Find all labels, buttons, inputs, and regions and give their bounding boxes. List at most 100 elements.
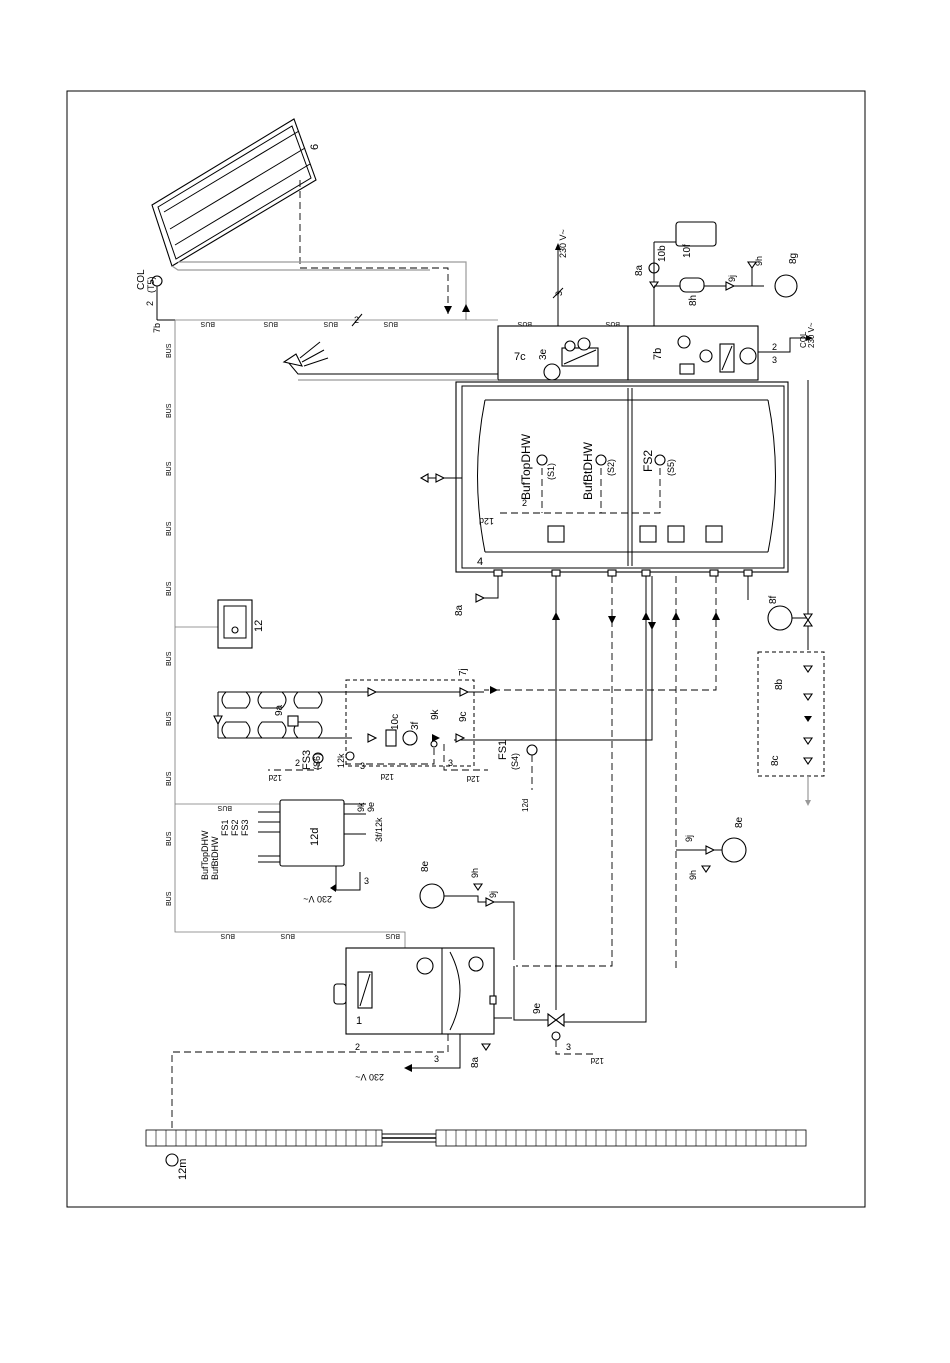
col-sensor-label: COL (136, 269, 147, 290)
valve-8c-1-icon (802, 693, 814, 701)
bus-tag-top-2: BUS (263, 320, 278, 327)
valve-8f-icon (802, 613, 814, 621)
pump-3f-label: 3f (410, 721, 421, 730)
valve-9j-label-1: 9j (727, 275, 737, 282)
valve-9j-left-icon (485, 897, 496, 907)
mains-12d-label: 230 V~ (303, 894, 332, 904)
meter-10c-icon (385, 729, 397, 747)
output-9k: 9k (356, 802, 366, 812)
bus-line-left (174, 320, 258, 933)
outdoor-sensor-12m-label: 12m (177, 1159, 189, 1180)
mains-12d-wires: 3 (364, 876, 369, 886)
mixing-valve-7b-icon (699, 349, 713, 363)
fs1-sub: (S4) (510, 753, 520, 770)
valve-9a-label: 9a (274, 704, 285, 716)
boiler-pump-icon (416, 957, 434, 975)
tank-label: 4 (477, 556, 483, 568)
mains-7c-label: 230 V~ (558, 229, 568, 258)
tank-10f-icon (675, 221, 717, 247)
outdoor-sensor-12m-icon (165, 1153, 179, 1167)
col-short-label: COL (799, 331, 808, 348)
col-sensor-sub: (T5) (146, 277, 156, 294)
mains-7c-wires: 3 (554, 291, 564, 296)
controller-12d (279, 799, 345, 867)
valve-9a-icon (287, 715, 299, 727)
tank-port-3 (667, 525, 685, 543)
mixing-valve-7c-icon (564, 340, 576, 352)
cable-fs1-12d: 12d (521, 799, 530, 812)
group-8c-outline (757, 651, 825, 777)
flowmeter-7b (679, 363, 695, 375)
vessel-8g-label: 8g (788, 253, 799, 264)
cable-7j-12d: 12d (381, 772, 394, 781)
vessel-8e-label-1: 8e (420, 860, 431, 872)
valve-9e-label: 9e (532, 1002, 543, 1014)
mains-boiler-wires: 3 (434, 1054, 439, 1064)
bus-tag-5: BUS (166, 581, 173, 596)
valve-9c-label: 9c (458, 711, 469, 722)
valve-9h-label-1: 9h (754, 256, 764, 266)
buftop-sensor-icon (536, 454, 548, 466)
cable-9e-12d: 12d (591, 1056, 604, 1065)
sensor-12k-icon (345, 751, 355, 761)
vessel-8e-right-icon (721, 837, 747, 863)
valve-9h-left-icon (472, 883, 484, 891)
valve-8c-3-icon (802, 757, 814, 765)
ground-hatch (155, 1130, 797, 1146)
relief-8a-label-2: 8a (634, 264, 645, 276)
valve-9k-icon (432, 734, 440, 742)
valve-9j-top-icon (725, 281, 736, 291)
bus-tag-12d: BUS (217, 804, 232, 811)
tank-10f-label: 10f (682, 244, 693, 258)
fs3-sub: (S6) (312, 753, 322, 770)
valve-7j-top-1 (367, 687, 378, 697)
fs2-sensor-icon (654, 454, 666, 466)
vessel-8h-icon (679, 277, 705, 293)
bus-tag-top-6: BUS (605, 320, 620, 327)
col-wires: 2 (145, 301, 155, 306)
tank-cable-12d: 12d (479, 516, 494, 526)
valve-9e-wires: 3 (566, 1042, 571, 1052)
output-3f12k: 3f/12k (374, 817, 384, 842)
bus-tag-8: BUS (166, 771, 173, 786)
boiler-bus-wires: 2 (355, 1042, 360, 1052)
fs1-sensor-icon (526, 744, 538, 756)
meter-10c-label: 10c (390, 714, 401, 730)
controller-12-knob-icon (231, 626, 239, 634)
valve-9h-label-3: 9h (688, 870, 698, 880)
relief-8a-boiler-icon (480, 1043, 492, 1051)
vessel-8f-label: 8f (768, 595, 779, 604)
sensor-12k-label: 12k (336, 753, 346, 768)
valve-9k-wires: 3 (448, 758, 453, 768)
radiator-coil-bottom (221, 721, 323, 739)
bus-tag-6: BUS (166, 651, 173, 666)
fs2-sub: (S5) (666, 459, 676, 476)
collector-label: 6 (309, 144, 321, 150)
input-buftop: BufTopDHW (200, 830, 210, 880)
bus-tag-top-3: BUS (323, 320, 338, 327)
bus-tag-1: BUS (166, 343, 173, 358)
bus-tag-top-1: BUS (200, 320, 215, 327)
shower-head-icon (282, 353, 304, 367)
bus-tag-3: BUS (166, 461, 173, 476)
buftop-sub: (S1) (546, 463, 556, 480)
relief-8a-label-1: 8a (454, 604, 465, 616)
vessel-8h-label: 8h (688, 295, 699, 306)
input-bufbt: BufBtDHW (210, 836, 220, 880)
buffer-tank (455, 381, 789, 573)
bufbt-sensor-icon (595, 454, 607, 466)
group-7j-outline (345, 679, 475, 767)
sensor-10b-label: 10b (657, 245, 668, 262)
ground-line (145, 1129, 807, 1147)
controller-12-label: 12 (253, 620, 265, 632)
valve-9h-label-2: 9h (470, 868, 480, 878)
vessel-8e-left-icon (419, 883, 445, 909)
input-fs1: FS1 (220, 819, 230, 836)
tank-port-1 (547, 525, 565, 543)
valve-8c-2-icon (802, 737, 814, 745)
vessel-8g-icon (774, 274, 798, 298)
valve-9k-label: 9k (430, 708, 441, 720)
relief-8a-top-icon (648, 281, 660, 289)
solar-collector (151, 118, 317, 267)
relief-8b-label: 8b (774, 678, 785, 690)
